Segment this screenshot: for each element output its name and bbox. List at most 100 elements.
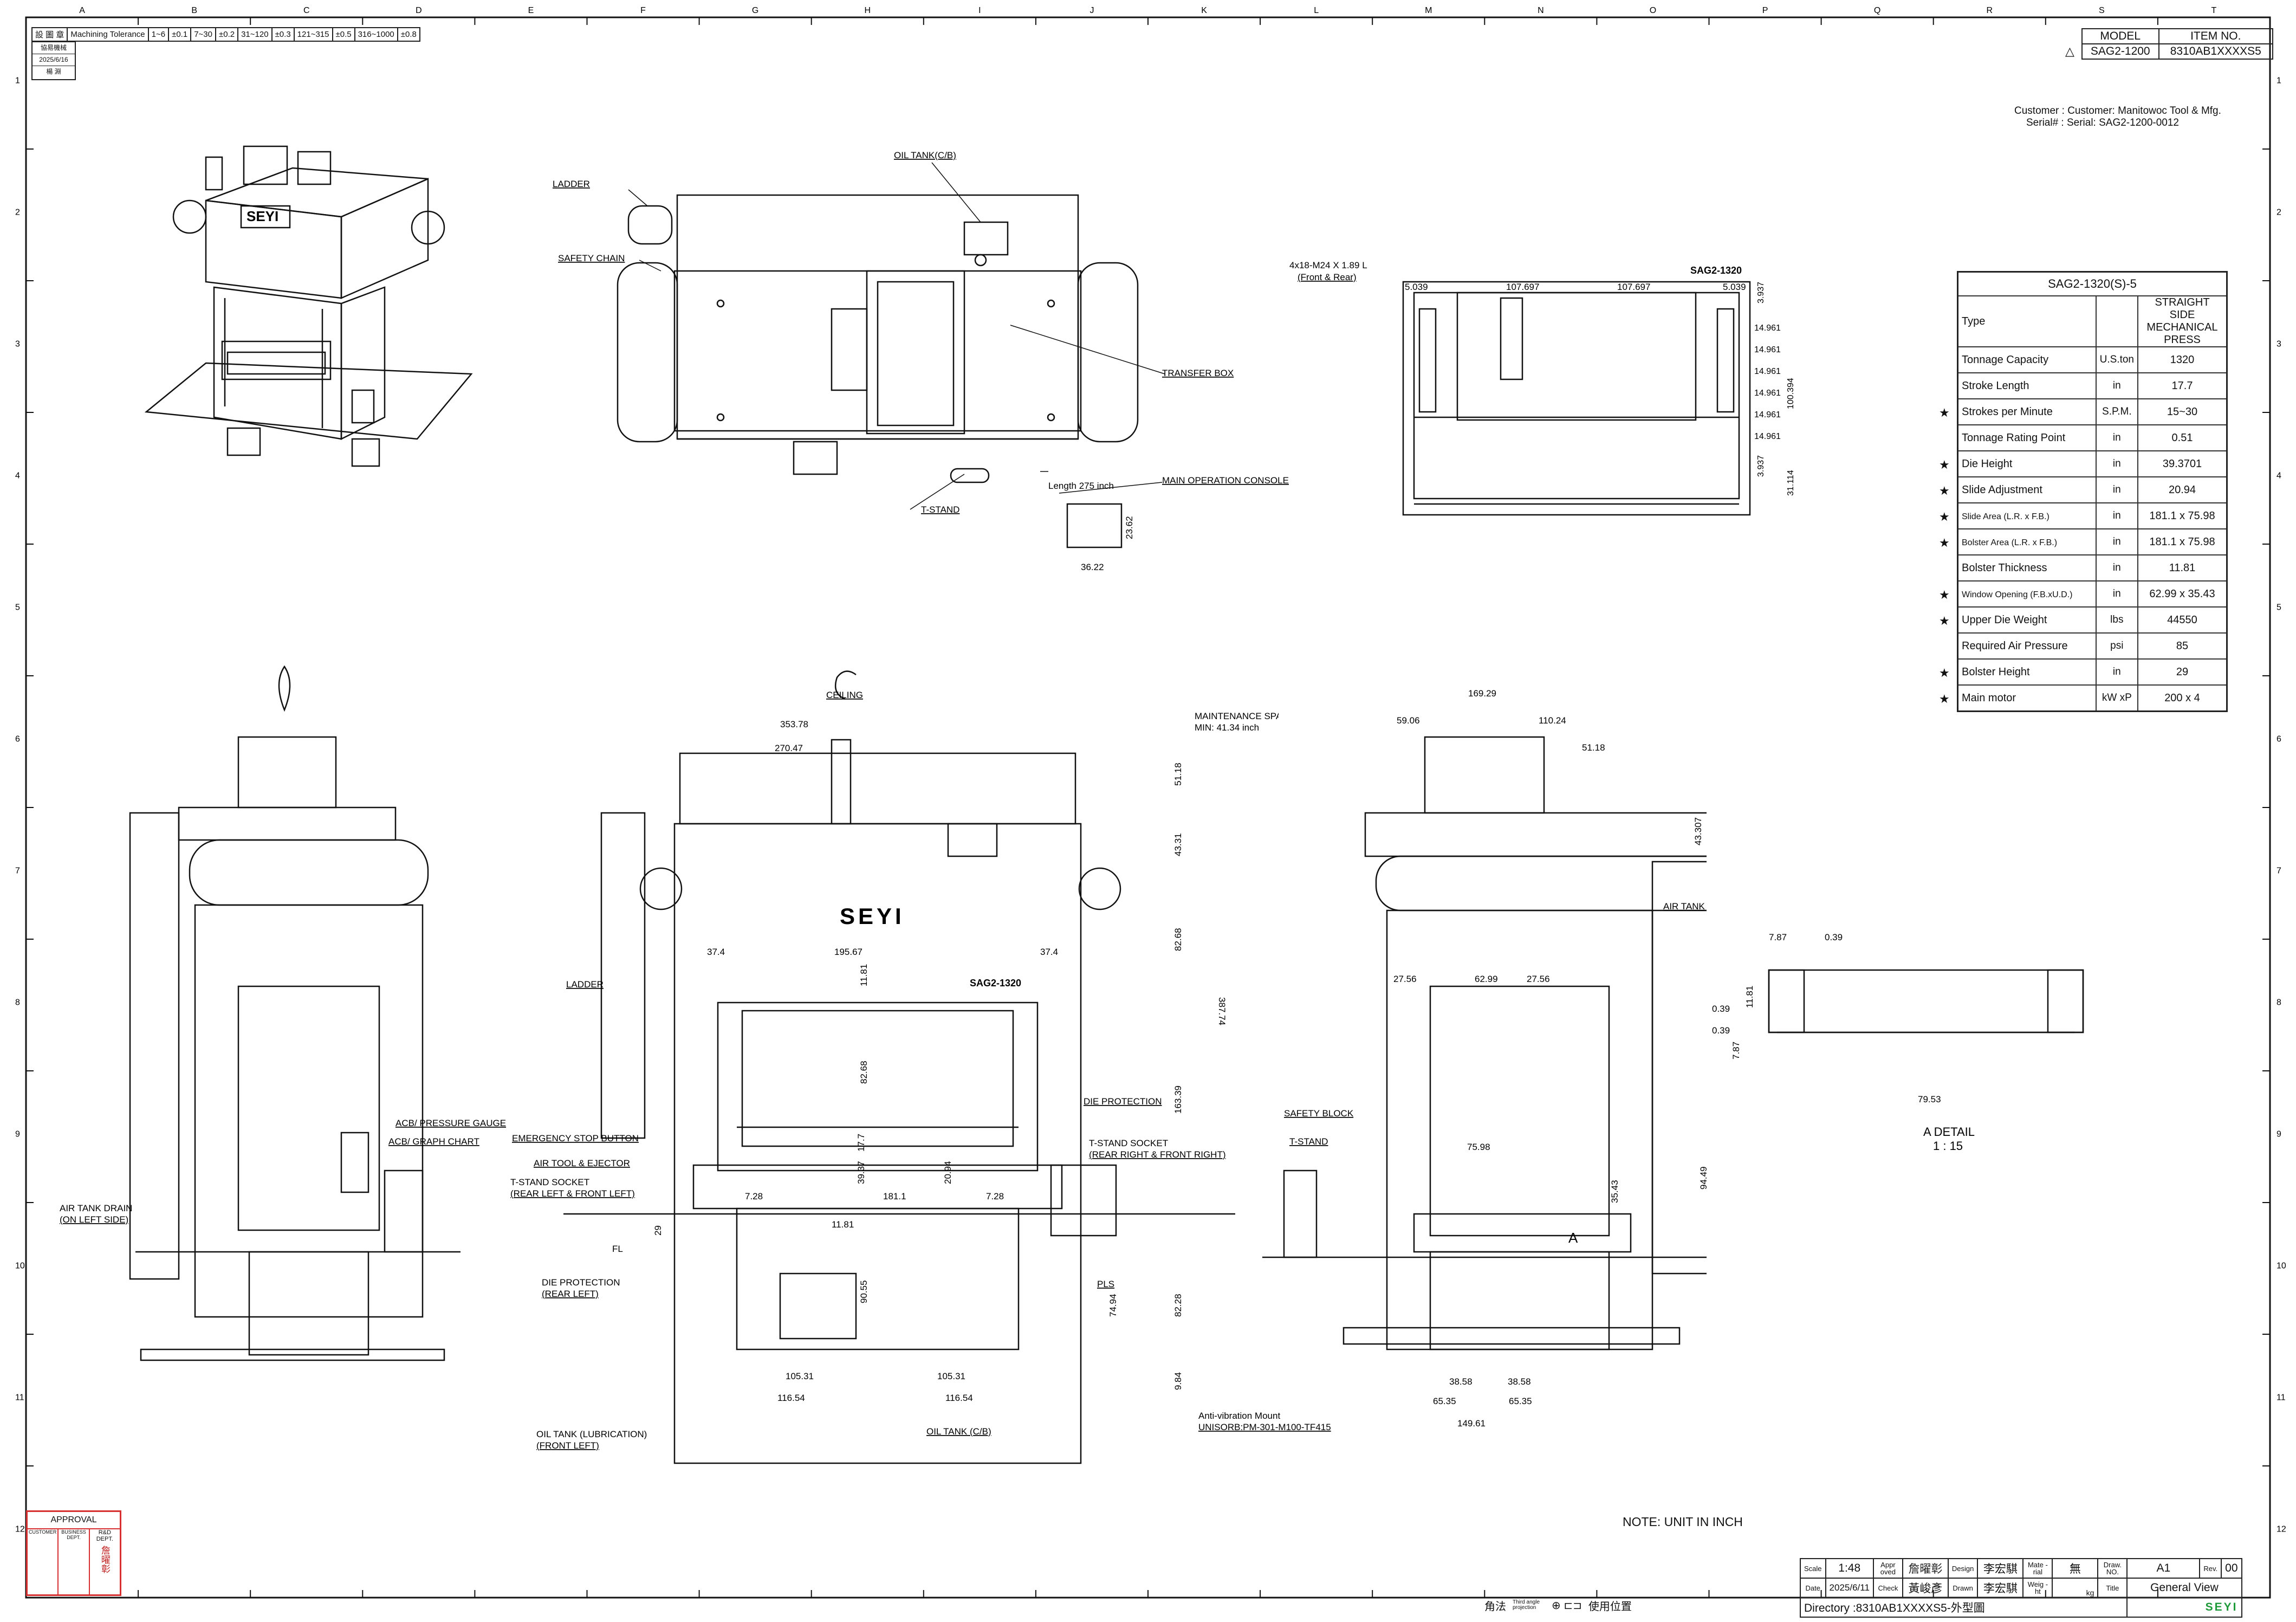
tolerance-range: 7~30 bbox=[190, 27, 216, 42]
tolerance-label: Machining Tolerance bbox=[67, 27, 149, 42]
label-air-tool: AIR TOOL & EJECTOR bbox=[534, 1158, 630, 1168]
label-oil-cb: OIL TANK (C/B) bbox=[926, 1426, 991, 1437]
dim-detail-1: 7.87 bbox=[1769, 932, 1787, 942]
dim-bolster-r: 7.28 bbox=[986, 1191, 1004, 1201]
spec-name-text: Window Opening (F.B.xU.D.) bbox=[1962, 590, 2073, 599]
third-angle-projection-icon: ⊕ ⊏⊐ bbox=[1552, 1599, 1582, 1612]
grid-column-label: C bbox=[303, 6, 310, 15]
dim-foot-r: 105.31 bbox=[937, 1371, 965, 1381]
approval-stamp: 協易機械 2025/6/16 楊 淵 bbox=[31, 41, 76, 80]
grid-column-label: Q bbox=[1874, 6, 1880, 15]
dim-foot2-r: 116.54 bbox=[945, 1393, 973, 1403]
grid-row-label: 4 bbox=[2276, 471, 2281, 481]
dim-side-bolster: 75.98 bbox=[1467, 1142, 1490, 1152]
spec-name: Stroke Length bbox=[1957, 372, 2097, 399]
grid-column-label: I bbox=[978, 6, 981, 15]
dim-floor: 29 bbox=[653, 1225, 663, 1236]
dim-top: 5.039 bbox=[1405, 282, 1428, 292]
grid-column-label: F bbox=[640, 6, 646, 15]
spec-value: STRAIGHT SIDE MECHANICAL PRESS bbox=[2137, 295, 2228, 347]
dim-adj: 20.94 bbox=[943, 1161, 953, 1184]
label-maintenance: MAINTENANCE SPACE bbox=[1195, 711, 1279, 721]
grid-row-label: 11 bbox=[15, 1393, 24, 1403]
rev-label: Rev. bbox=[2199, 1558, 2222, 1579]
label-tsocket-l: T-STAND SOCKET bbox=[510, 1177, 589, 1187]
tolerance-value: ±0.3 bbox=[271, 27, 295, 42]
dim-detail-4: 0.39 bbox=[1712, 1004, 1730, 1014]
dim-pit2: 74.94 bbox=[1108, 1294, 1118, 1317]
star-icon: ★ bbox=[1939, 405, 1950, 419]
spec-value: 1320 bbox=[2137, 346, 2228, 373]
star-icon: ★ bbox=[1939, 535, 1950, 550]
label-die-prot-rear: DIE PROTECTION bbox=[542, 1277, 620, 1288]
grid-row-label: 9 bbox=[15, 1130, 20, 1139]
spec-value: 181.1 x 75.98 bbox=[2137, 502, 2228, 529]
use-position-label: 使用位置 bbox=[1588, 1600, 1632, 1613]
label-ladder: LADDER bbox=[553, 179, 590, 189]
dim-crown-h2: 43.31 bbox=[1173, 833, 1183, 856]
weight-unit: kg bbox=[2052, 1578, 2099, 1598]
dim-upper-w: 270.47 bbox=[775, 743, 803, 753]
dim-side-f3: 65.35 bbox=[1433, 1396, 1456, 1406]
dim-side-left: 59.06 bbox=[1397, 715, 1420, 726]
front-model-mark: SAG2-1320 bbox=[970, 978, 1021, 988]
left-view: ACB/ PRESSURE GAUGE ACB/ GRAPH CHART AIR… bbox=[60, 665, 506, 1361]
title-block: Scale 1:48 Appr oved 詹曜彰 Design 李宏騏 Mate… bbox=[1799, 1558, 2242, 1618]
rev-value: 00 bbox=[2221, 1558, 2242, 1579]
spec-name: ★Upper Die Weight bbox=[1939, 606, 2097, 634]
star-icon: ★ bbox=[1939, 613, 1950, 628]
dim-total-h2: 387.74 bbox=[1217, 997, 1227, 1025]
dim-inner-w: 195.67 bbox=[834, 947, 862, 957]
stamp-company: 協易機械 bbox=[40, 44, 67, 51]
dim-total-h: 163.39 bbox=[1173, 1085, 1183, 1114]
grid-row-label: 9 bbox=[2276, 1130, 2281, 1139]
grid-row-label: 10 bbox=[2276, 1262, 2286, 1271]
label-transfer-box: TRANSFER BOX bbox=[1162, 368, 1234, 378]
spec-name-text: Slide Adjustment bbox=[1962, 483, 2042, 496]
iso-platform bbox=[144, 362, 473, 440]
tolerance-value: ±0.1 bbox=[168, 27, 192, 42]
grid-column-label: T bbox=[2211, 6, 2217, 15]
label-safety-chain: SAFETY CHAIN bbox=[558, 253, 625, 263]
spec-unit: S.P.M. bbox=[2095, 398, 2139, 425]
label-t-stand: T-STAND bbox=[921, 505, 959, 515]
dim-side-f1: 38.58 bbox=[1449, 1377, 1473, 1387]
directory-value: Directory :8310AB1XXXXS5-外型圖 bbox=[1799, 1597, 2128, 1618]
grid-row-label: 3 bbox=[2276, 340, 2281, 349]
spec-name-text: Type bbox=[1962, 315, 1986, 327]
dim-bolster-w: 181.1 bbox=[883, 1191, 906, 1201]
dim-right: 3.937 bbox=[1756, 455, 1766, 477]
spec-value: 29 bbox=[2137, 658, 2228, 686]
spec-name-text: Strokes per Minute bbox=[1962, 405, 2053, 418]
spec-name-text: Slide Area (L.R. x F.B.) bbox=[1962, 512, 2049, 521]
tolerance-header: 設 圖 章 bbox=[31, 27, 68, 42]
check-label: Check bbox=[1872, 1578, 1903, 1598]
dim-side-f5: 149.61 bbox=[1457, 1418, 1486, 1429]
approved-label: Appr oved bbox=[1872, 1558, 1903, 1579]
grid-column-label: B bbox=[191, 6, 197, 15]
spec-name-text: Bolster Thickness bbox=[1962, 561, 2047, 574]
spec-value: 17.7 bbox=[2137, 372, 2228, 399]
detail-a-view: 7.87 0.39 11.81 0.39 0.39 7.87 79.53 A D… bbox=[1712, 932, 2084, 1153]
sheet-value: A1 bbox=[2126, 1558, 2201, 1579]
dim-detail-2: 0.39 bbox=[1825, 932, 1843, 942]
dim-slide-h2: 82.68 bbox=[859, 1061, 869, 1084]
dim-foot2-l: 116.54 bbox=[777, 1393, 805, 1403]
star-icon: ★ bbox=[1939, 457, 1950, 471]
dim-die-h: 39.37 bbox=[856, 1161, 866, 1184]
grid-row-label: 10 bbox=[15, 1262, 25, 1271]
dim-pit: 90.55 bbox=[859, 1280, 869, 1303]
dim-right: 14.961 bbox=[1754, 324, 1781, 333]
grid-column-label: H bbox=[864, 6, 871, 15]
spec-unit: in bbox=[2095, 658, 2139, 686]
approval-stamp-name: 詹曜彰 bbox=[99, 1546, 110, 1573]
spec-name-text: Tonnage Capacity bbox=[1962, 353, 2049, 366]
